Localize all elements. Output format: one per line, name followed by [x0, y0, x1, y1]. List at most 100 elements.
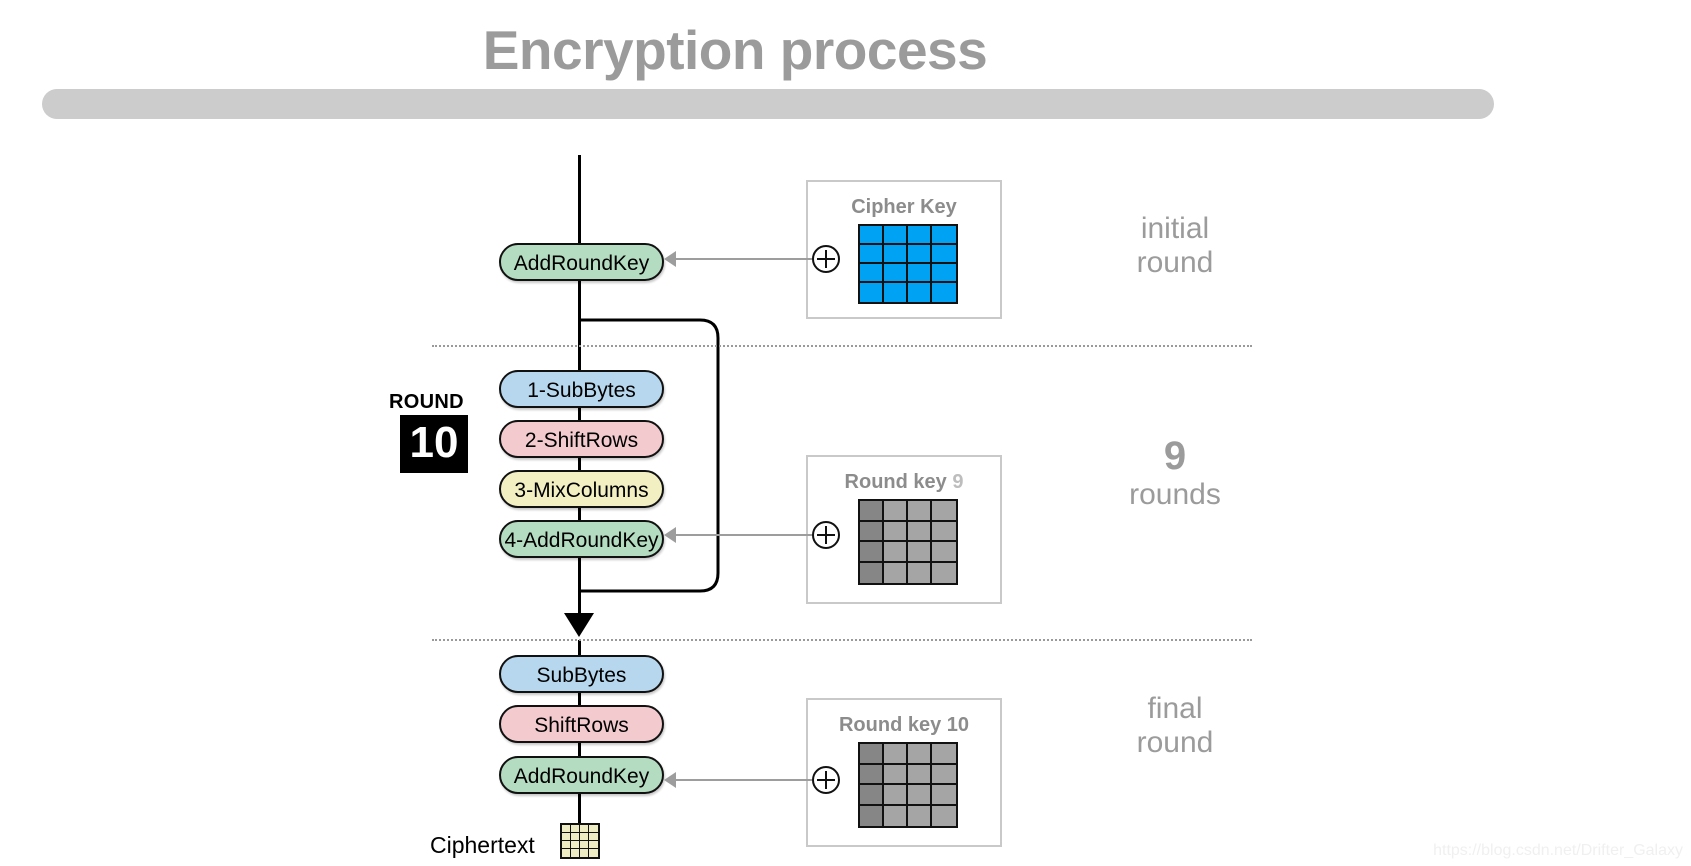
arrow-head-icon-round	[664, 527, 676, 543]
key-cell	[860, 785, 884, 806]
stage-addroundkey-round[interactable]: 4-AddRoundKey	[499, 520, 664, 558]
key-cell	[908, 283, 932, 302]
key-cell	[908, 521, 932, 542]
round-counter-number: 10	[400, 415, 468, 473]
key-cell	[884, 562, 908, 583]
side-note-final-round: final round	[1075, 692, 1275, 760]
cipher-key-title: Cipher Key	[851, 196, 957, 218]
round-key-9-title: Round key 9	[808, 471, 1000, 494]
ciphertext-cell	[562, 833, 571, 841]
round-key-9-index: 9	[952, 471, 964, 493]
connector-final-key	[676, 779, 812, 781]
key-cell	[932, 562, 956, 583]
xor-circle-icon-round	[812, 521, 840, 549]
side-note-line-2: round	[1136, 726, 1214, 759]
key-cell	[932, 245, 956, 264]
key-cell	[860, 264, 884, 283]
ciphertext-cell	[571, 825, 580, 833]
ciphertext-cell	[571, 841, 580, 849]
round-key-10-grid	[858, 742, 958, 828]
stage-subbytes-final[interactable]: SubBytes	[499, 655, 664, 693]
key-cell	[884, 501, 908, 522]
stage-shiftrows-round[interactable]: 2-ShiftRows	[499, 420, 664, 458]
key-cell	[932, 226, 956, 245]
page-title: Encryption process	[482, 19, 988, 81]
key-cell	[908, 764, 932, 785]
key-cell	[932, 501, 956, 522]
watermark: https://blog.csdn.net/Drifter_Galaxy	[1433, 842, 1683, 859]
key-cell	[908, 264, 932, 283]
key-cell	[932, 764, 956, 785]
ciphertext-cell	[571, 849, 580, 857]
key-cell	[884, 226, 908, 245]
stage-subbytes-round[interactable]: 1-SubBytes	[499, 370, 664, 408]
key-cell	[908, 805, 932, 826]
ciphertext-cell	[589, 833, 598, 841]
round-counter-label: ROUND	[389, 391, 464, 413]
section-divider-initial	[432, 345, 1252, 347]
ciphertext-cell	[580, 841, 589, 849]
ciphertext-cell	[562, 841, 571, 849]
key-cell	[908, 501, 932, 522]
key-cell	[932, 744, 956, 765]
key-cell	[860, 764, 884, 785]
key-cell	[860, 226, 884, 245]
key-cell	[860, 501, 884, 522]
ciphertext-cell	[589, 825, 598, 833]
key-cell	[884, 264, 908, 283]
side-note-line-1: final	[1147, 692, 1203, 725]
cipher-key-panel: Cipher Key	[806, 180, 1002, 319]
key-cell	[932, 805, 956, 826]
ciphertext-cell	[571, 833, 580, 841]
round-key-9-title-text: Round key	[844, 471, 947, 493]
stage-mixcolumns-round[interactable]: 3-MixColumns	[499, 470, 664, 508]
ciphertext-cell	[562, 849, 571, 857]
key-cell	[860, 744, 884, 765]
ciphertext-cell	[580, 849, 589, 857]
key-cell	[884, 805, 908, 826]
ciphertext-cell	[589, 841, 598, 849]
round-key-9-grid	[858, 499, 958, 585]
key-cell	[860, 542, 884, 563]
key-cell	[908, 226, 932, 245]
xor-circle-icon-final	[812, 766, 840, 794]
key-cell	[884, 785, 908, 806]
key-cell	[884, 744, 908, 765]
round-key-10-title: Round key 10	[838, 714, 970, 736]
title-underline-bar	[42, 89, 1494, 119]
key-cell	[884, 521, 908, 542]
stage-addroundkey-initial[interactable]: AddRoundKey	[499, 243, 664, 281]
key-cell	[884, 283, 908, 302]
side-note-count: 9	[1163, 434, 1187, 478]
key-cell	[860, 805, 884, 826]
ciphertext-cell	[589, 849, 598, 857]
stage-shiftrows-final[interactable]: ShiftRows	[499, 705, 664, 743]
side-note-line-2: rounds	[1129, 478, 1221, 511]
ciphertext-grid	[560, 823, 600, 859]
key-cell	[860, 283, 884, 302]
key-cell	[860, 521, 884, 542]
key-cell	[860, 245, 884, 264]
key-cell	[884, 542, 908, 563]
key-cell	[932, 283, 956, 302]
side-note-nine-rounds: 9 rounds	[1075, 434, 1275, 512]
ciphertext-cell	[580, 825, 589, 833]
xor-circle-icon-initial	[812, 245, 840, 273]
ciphertext-cell	[562, 825, 571, 833]
ciphertext-cell	[580, 833, 589, 841]
cipher-key-grid	[858, 224, 958, 304]
round-key-10-panel: Round key 10	[806, 698, 1002, 847]
connector-round-key	[676, 534, 812, 536]
key-cell	[908, 245, 932, 264]
stage-addroundkey-final[interactable]: AddRoundKey	[499, 756, 664, 794]
key-cell	[908, 562, 932, 583]
key-cell	[932, 785, 956, 806]
key-cell	[908, 542, 932, 563]
side-note-initial-round: initial round	[1075, 212, 1275, 280]
key-cell	[908, 785, 932, 806]
arrow-head-icon-final	[664, 772, 676, 788]
section-divider-final	[432, 639, 1252, 641]
key-cell	[932, 521, 956, 542]
arrow-head-icon-initial	[664, 251, 676, 267]
